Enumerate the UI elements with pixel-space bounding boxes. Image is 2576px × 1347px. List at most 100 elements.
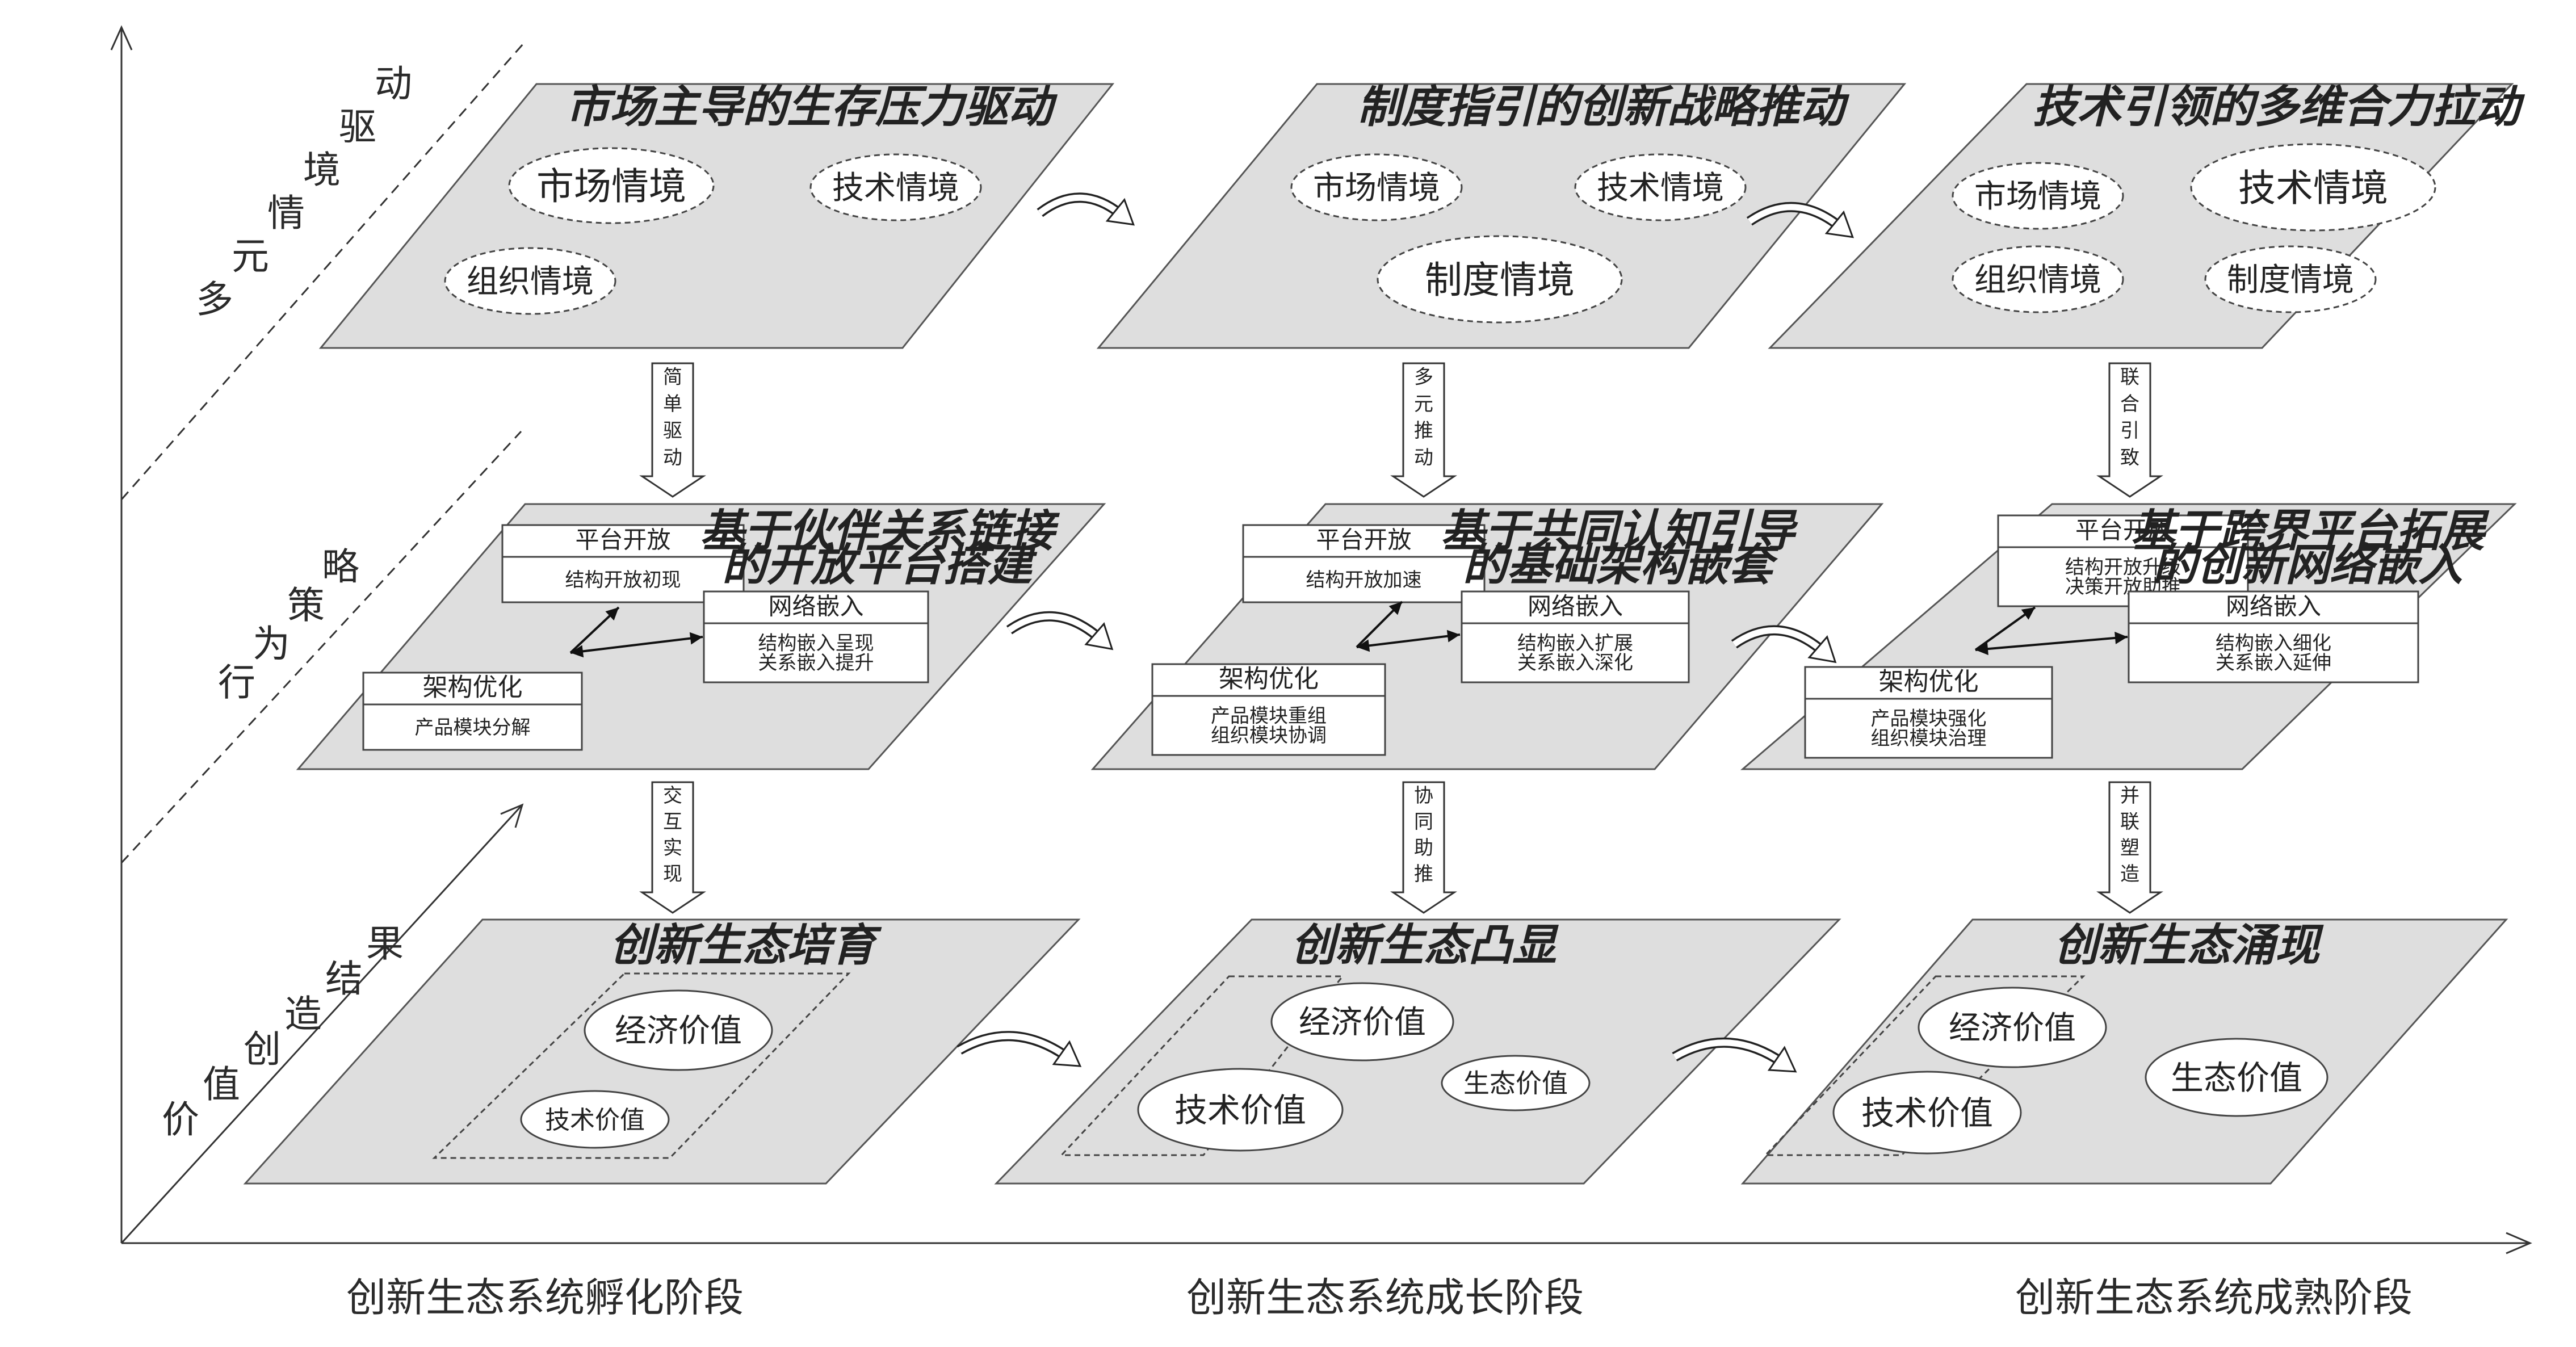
curve-str-2-3 xyxy=(1731,625,1837,664)
strategy-panel-3: 平台开放结构开放升级决策开放助推网络嵌入结构嵌入细化关系嵌入延伸架构优化产品模块… xyxy=(1740,503,2517,770)
strategy-panel-2: 平台开放结构开放加速网络嵌入结构嵌入扩展关系嵌入深化架构优化产品模块重组组织模块… xyxy=(1090,503,1884,770)
stage-transition-arrows xyxy=(956,192,1854,1073)
value-ellipse-1: 经济价值 xyxy=(1270,982,1454,1061)
connector-head xyxy=(605,607,619,621)
curve-val-1-2-head xyxy=(1052,1040,1082,1067)
value-ellipse-3-shape xyxy=(1441,1055,1591,1111)
arch-opt-box-body-line: 产品模块分解 xyxy=(415,716,531,739)
arrow-top-3-char: 联 xyxy=(2120,366,2139,389)
arch-opt-box-body-line: 组织模块治理 xyxy=(1871,727,1987,750)
value-ellipse-1-shape xyxy=(584,989,773,1071)
context-ellipse-3-shape xyxy=(1377,235,1623,324)
strategy-panel-title-line2: 的基础架构嵌套 xyxy=(1463,540,1780,591)
y-axis-arrowhead xyxy=(110,25,133,51)
context-ellipse-2-shape xyxy=(2190,143,2436,232)
platform-open-box-body-line: 结构开放加速 xyxy=(1306,569,1422,591)
network-embed-box-frame xyxy=(703,590,929,683)
value-inner-frame xyxy=(432,972,851,1159)
curve-val-2-3-inner xyxy=(1673,1039,1785,1065)
network-embed-box-body-line: 关系嵌入提升 xyxy=(758,652,874,674)
context-ellipse-1-label: 市场情境 xyxy=(1313,170,1440,207)
curve-str-2-3-head xyxy=(1807,635,1837,664)
network-embed-box-body-line: 关系嵌入延伸 xyxy=(2216,652,2331,674)
value-ellipse-3-label: 生态价值 xyxy=(1463,1068,1568,1099)
arrow-bottom-1-char: 交 xyxy=(663,784,682,807)
arrow-bottom-3-char: 塑 xyxy=(2120,837,2139,859)
curve-ctx-1-2-inner xyxy=(1038,194,1123,217)
network-embed-box-frame xyxy=(2128,590,2419,683)
connector-head xyxy=(2114,631,2128,644)
connector-head xyxy=(1357,639,1370,652)
curve-ctx-1-2 xyxy=(1037,192,1135,226)
arrow-bottom-1-char: 实 xyxy=(663,837,682,859)
platform-open-box-header: 平台开放 xyxy=(1316,526,1411,553)
context-ellipse-3: 制度情境 xyxy=(1377,235,1623,324)
value-ellipse-1-shape xyxy=(1270,982,1454,1061)
arrow-top-1-char: 驱 xyxy=(663,419,682,442)
network-embed-box-header: 网络嵌入 xyxy=(2226,592,2321,620)
strategy-panel-title-line1: 基于跨界平台拓展 xyxy=(2130,506,2490,557)
connector-head xyxy=(1388,602,1402,615)
axis-label-char: 值 xyxy=(203,1063,240,1106)
value-layer: 创新生态培育经济价值技术价值创新生态凸显经济价值技术价值生态价值创新生态涌现经济… xyxy=(243,918,2508,1185)
context-ellipse-1-shape xyxy=(1952,162,2124,230)
context-ellipse-3-shape xyxy=(1952,245,2124,313)
curve-val-2-3-head xyxy=(1767,1046,1797,1073)
context-panel-title: 制度指引的创新战略推动 xyxy=(1357,82,1850,133)
context-panel-title: 市场主导的生存压力驱动 xyxy=(565,82,1058,133)
context-ellipse-2-label: 技术情境 xyxy=(2238,166,2388,210)
axis-label-char: 创 xyxy=(244,1027,281,1071)
context-ellipse-3-label: 组织情境 xyxy=(467,263,594,300)
axis-label-char: 驱 xyxy=(339,105,376,149)
value-ellipse-1-label: 经济价值 xyxy=(615,1013,742,1050)
axis-label-char: 行 xyxy=(218,661,255,704)
value-panel-title: 创新生态凸显 xyxy=(1291,920,1559,971)
x-axis-arrowhead xyxy=(2506,1232,2532,1254)
value-ellipse-1: 经济价值 xyxy=(1918,987,2107,1068)
context-ellipse-4-shape xyxy=(2204,245,2377,313)
value-ellipse-2-shape xyxy=(1832,1071,2022,1155)
diagonal-axis-arrowhead xyxy=(500,803,524,828)
arrow-top-2-char: 元 xyxy=(1414,393,1433,416)
context-ellipse-4-label: 制度情境 xyxy=(2227,262,2354,299)
value-ellipse-2-shape xyxy=(520,1090,670,1149)
curve-val-1-2-inner xyxy=(958,1033,1069,1060)
curve-val-1-2 xyxy=(956,1031,1082,1067)
context-ellipse-2: 技术情境 xyxy=(2190,143,2436,232)
curve-str-1-2 xyxy=(1006,611,1114,651)
connector-head xyxy=(1446,630,1460,643)
platform-open-box-body-line: 结构开放升级 xyxy=(2065,556,2181,579)
platform-open-box-frame xyxy=(1242,524,1486,603)
platform-open-box-body-line: 结构开放初现 xyxy=(565,569,681,591)
connector-head xyxy=(1975,643,1988,656)
arch-opt-box-header: 架构优化 xyxy=(423,673,523,702)
context-panel-shape xyxy=(1096,83,1907,349)
curve-val-2-3 xyxy=(1672,1037,1797,1073)
arrow-bottom-3-char: 并 xyxy=(2120,784,2139,807)
context-panel-3: 技术引领的多维合力拉动市场情境技术情境组织情境制度情境 xyxy=(1768,82,2525,349)
value-panel-title: 创新生态涌现 xyxy=(2054,920,2324,971)
connector-to-network xyxy=(570,636,703,654)
strategy-panel-title-line1: 基于伙伴关系链接 xyxy=(700,506,1060,557)
strategy-panel-title-line1: 基于共同认知引导 xyxy=(1441,506,1798,557)
network-embed-box-frame xyxy=(1461,590,1690,683)
context-panel-1: 市场主导的生存压力驱动市场情境技术情境组织情境 xyxy=(318,82,1115,349)
axis-label-char: 果 xyxy=(366,922,404,966)
context-ellipse-3: 组织情境 xyxy=(444,247,616,315)
axis-label-char: 元 xyxy=(232,234,269,278)
